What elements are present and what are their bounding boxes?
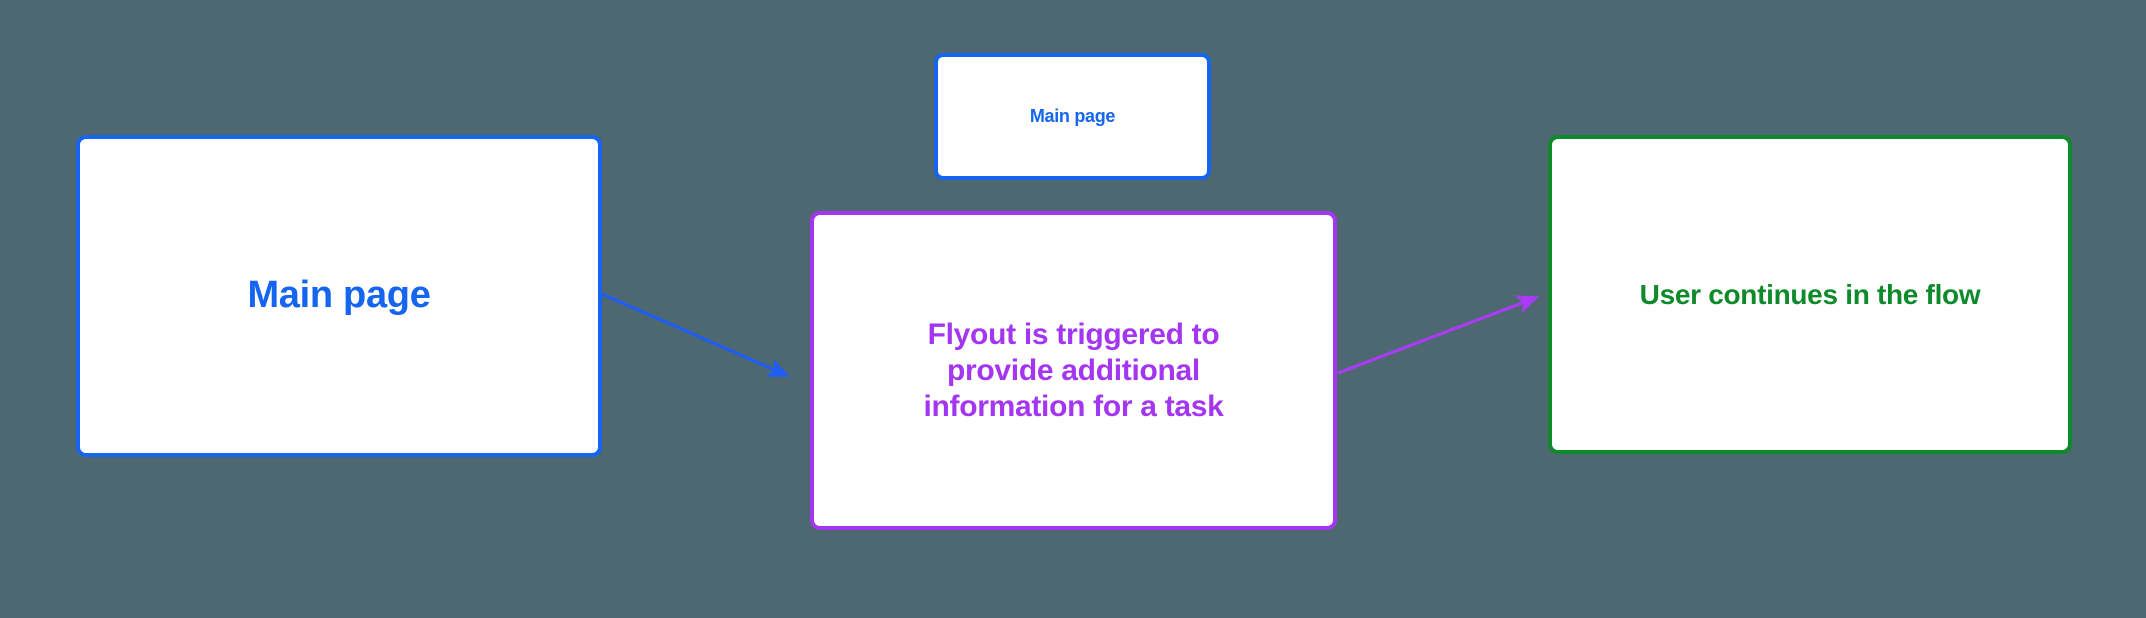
node-label-user-continues: User continues in the flow [1639,278,1981,310]
node-flyout[interactable]: Flyout is triggered to provide additiona… [810,211,1337,530]
connector-main-to-flyout [601,292,791,377]
node-label-main-page-small: Main page [1029,105,1116,126]
connector-flyout-to-user-continues [1337,295,1540,375]
node-label-flyout: Flyout is triggered to provide additiona… [923,317,1224,423]
node-main-page-small[interactable]: Main page [934,53,1211,180]
node-main-page-large[interactable]: Main page [76,135,602,457]
node-user-continues[interactable]: User continues in the flow [1548,135,2072,454]
node-label-main-page-large: Main page [247,274,431,317]
